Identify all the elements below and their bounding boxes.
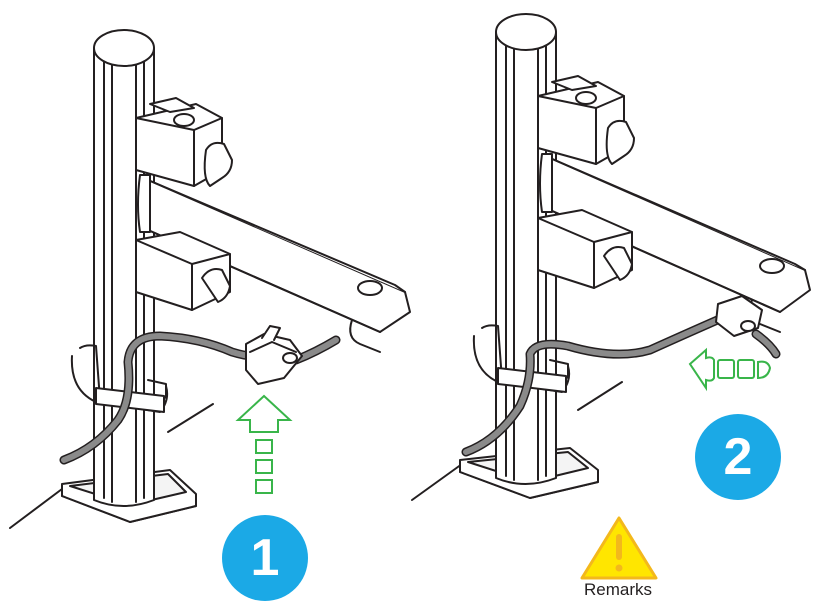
left-assembly [9, 29, 411, 529]
bottom-clamp-left [135, 231, 231, 311]
warning-icon [580, 516, 658, 580]
right-assembly [411, 13, 811, 501]
top-clamp-left [135, 97, 233, 187]
step-2-badge: 2 [695, 414, 781, 500]
step-2-number: 2 [723, 428, 753, 486]
desk-edge-left-upper [167, 403, 214, 433]
cable-clip [245, 325, 303, 385]
desk-edge-right [411, 463, 463, 501]
attached-clip [715, 295, 763, 337]
cable-right [461, 313, 781, 457]
arm-left [137, 174, 411, 353]
step-1-badge: 1 [222, 515, 308, 601]
desk-edge-left [9, 485, 67, 529]
top-clamp-right [537, 75, 635, 165]
remarks-label: Remarks [583, 580, 652, 599]
bottom-clamp-right [537, 209, 633, 289]
step-1-number: 1 [250, 529, 280, 587]
desk-edge-right-upper [577, 381, 623, 411]
rotate-arrow-icon [688, 347, 772, 392]
upward-arrow-icon [235, 394, 293, 494]
